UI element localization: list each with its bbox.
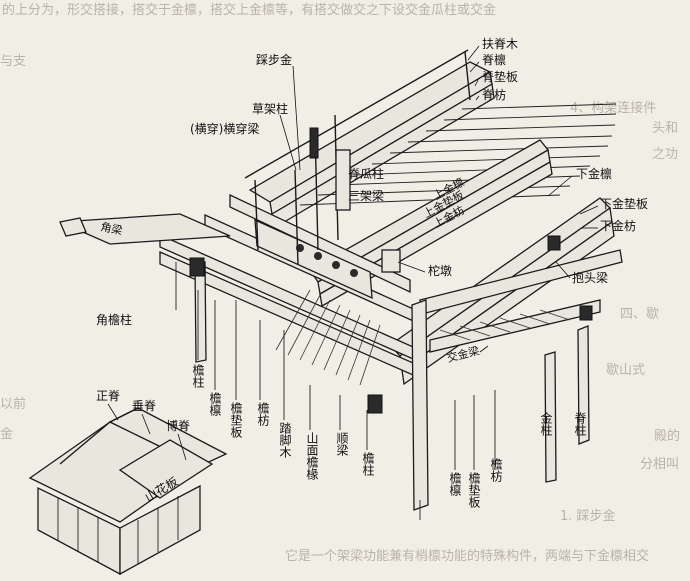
strut-cap xyxy=(309,127,319,159)
bg-line-12: 1. 踩步金 xyxy=(560,508,616,524)
label-shun-liang: 顺梁 xyxy=(335,432,349,456)
ridge-end-post xyxy=(464,51,471,101)
label-jin-zhu: 金柱 xyxy=(539,411,553,437)
label-yan-dian-ban-1: 檐垫板 xyxy=(229,402,243,439)
label-fuji-mu: 扶脊木 xyxy=(482,36,518,51)
bg-line-10: 殿的 xyxy=(654,428,680,444)
gable-rafters-fan xyxy=(275,289,381,386)
corner-beam-shape xyxy=(59,213,231,245)
bg-line-13: 它是一个架梁功能兼有梢檩功能的特殊构件，两端与下金檩相交 xyxy=(285,548,649,564)
inset-side-wall xyxy=(119,484,201,576)
gold-column xyxy=(544,351,557,483)
eave-board-right xyxy=(429,299,601,353)
bg-line-2: 4、构架连接件 xyxy=(570,100,656,116)
bg-line-11: 分相叫 xyxy=(640,457,679,472)
left-column-cap xyxy=(189,257,205,277)
label-chui-ji: 垂脊 xyxy=(132,399,156,413)
tie-beam-cap xyxy=(579,305,593,321)
inset-leader-zhengji xyxy=(107,403,119,421)
label-yan-lin-2: 檐檩 xyxy=(448,472,462,497)
corner-beam-tip xyxy=(59,217,87,237)
corner-column xyxy=(411,299,429,511)
label-ji-fang: 脊枋 xyxy=(482,87,506,102)
bg-line-7: 歇山式 xyxy=(606,363,645,378)
label-jiao-yan-zhu: 角檐柱 xyxy=(96,312,132,327)
inset-ridge-left xyxy=(59,421,111,465)
label-ji-lin: 脊檩 xyxy=(482,52,506,67)
label-ji-dian-ban: 脊垫板 xyxy=(482,69,518,84)
stepping-beam-shape xyxy=(254,218,373,300)
label-ji-zhu: 脊柱 xyxy=(573,412,587,437)
label-xia-jin-lin: 下金檩 xyxy=(576,166,612,181)
labels: 扶脊木 脊檩 脊垫板 脊枋 踩步金 草架柱 (横穿)横穿梁 脊瓜柱 三架梁 上金… xyxy=(96,36,648,509)
inset-ridge-top xyxy=(109,407,139,423)
lower-purlin-cap xyxy=(547,235,561,251)
left-eave-column xyxy=(194,261,207,363)
ridge-column xyxy=(577,325,590,445)
label-yan-dian-ban-2: 檐垫板 xyxy=(467,472,481,509)
bg-line-6: 四、歇 xyxy=(620,307,659,322)
label-bao-tou-liang: 抱头梁 xyxy=(572,270,608,285)
gable-struts xyxy=(254,114,339,266)
label-yan-zhu-2: 檐柱 xyxy=(361,452,375,477)
label-cao-jia-zhu: 草架柱 xyxy=(252,101,288,116)
beam-block xyxy=(381,249,401,273)
ridge-top-line xyxy=(244,49,469,179)
leader-lines xyxy=(279,45,599,353)
right-rafter-hatching xyxy=(439,309,571,341)
label-ta-jiao-mu: 踏脚木 xyxy=(278,422,292,458)
label-jiao-liang: 角梁 xyxy=(99,219,123,237)
bg-line-1: 的上分为，形交搭接，搭交于金檩，搭交上金檩等，有搭交做交之下设交金瓜柱或交金 xyxy=(2,2,496,18)
label-bo-ji: 博脊 xyxy=(166,418,190,433)
label-tuo-dun: 柁墩 xyxy=(428,263,452,278)
inset-leader-boji xyxy=(177,433,187,461)
inset-gable-triangle xyxy=(118,439,214,499)
label-san-jia-liang: 三架梁 xyxy=(348,188,384,203)
ridge-king-post xyxy=(335,149,351,211)
bg-line-3: 头和 xyxy=(652,121,678,136)
inset-building xyxy=(28,403,228,576)
columns xyxy=(194,261,590,511)
label-zheng-ji: 正脊 xyxy=(96,389,120,403)
label-yan-fang-2: 檐枋 xyxy=(489,458,503,482)
inset-leader-chuiji xyxy=(141,413,151,435)
label-shan-mian-yan-chuan: 山面檐椽 xyxy=(305,432,319,480)
label-yan-lin-1: 檐檩 xyxy=(208,392,222,417)
bg-line-5: 之功 xyxy=(652,147,678,162)
background-page-text: 的上分为，形交搭接，搭交于金檩，搭交上金檩等，有搭交做交之下设交金瓜柱或交金 4… xyxy=(0,2,680,564)
inset-wall-panels xyxy=(57,496,179,564)
bg-line-4: 与支 xyxy=(0,54,26,69)
label-yan-fang-1: 檐枋 xyxy=(256,402,270,426)
label-yan-zhu-1: 檐柱 xyxy=(191,364,205,389)
bg-line-8: 以前 xyxy=(0,396,26,412)
bg-line-9: 金 xyxy=(0,426,13,442)
label-xia-jin-dian-ban: 下金垫板 xyxy=(600,196,648,211)
left-upper-beam xyxy=(229,193,411,294)
shun-beam-cap xyxy=(367,394,383,414)
label-drop-lines xyxy=(175,262,496,520)
main-frame xyxy=(59,45,623,520)
label-ji-gua-zhu: 脊瓜柱 xyxy=(348,166,384,181)
label-heng-chuan-liang: (横穿)横穿梁 xyxy=(190,121,259,136)
label-xia-jin-fang: 下金枋 xyxy=(600,218,636,233)
label-cai-bu-jin: 踩步金 xyxy=(256,52,292,67)
